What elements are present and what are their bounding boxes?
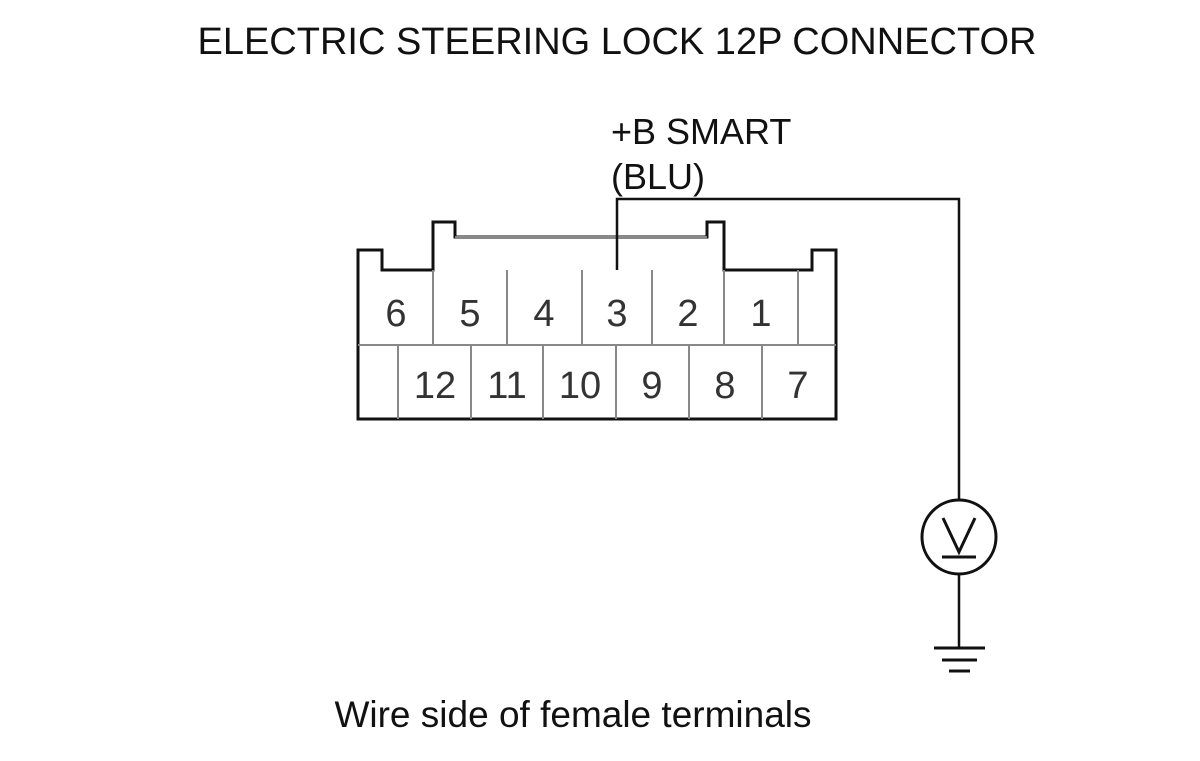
terminal-12: 12 — [414, 365, 456, 407]
diagram-title: ELECTRIC STEERING LOCK 12P CONNECTOR — [197, 21, 1036, 63]
connector-housing: 6 5 4 3 2 1 12 11 10 9 8 7 — [356, 220, 838, 421]
voltmeter-v-glyph — [941, 517, 977, 556]
voltmeter-icon — [920, 498, 998, 576]
terminal-1: 1 — [750, 293, 771, 335]
terminal-6: 6 — [385, 293, 406, 335]
terminal-2: 2 — [677, 293, 698, 335]
diagram-caption: Wire side of female terminals — [334, 694, 811, 735]
probe-wire — [615, 197, 961, 499]
wire-signal-label: +B SMART — [611, 111, 791, 152]
terminal-11: 11 — [487, 365, 526, 407]
terminal-8: 8 — [714, 365, 735, 407]
wire-color-label: (BLU) — [611, 156, 705, 197]
terminal-10: 10 — [559, 365, 601, 407]
voltmeter-circle — [920, 498, 998, 576]
terminal-4: 4 — [533, 293, 554, 335]
terminal-9: 9 — [641, 365, 662, 407]
terminal-5: 5 — [459, 293, 480, 335]
ground-icon — [934, 646, 985, 673]
terminal-7: 7 — [787, 365, 808, 407]
terminal-3: 3 — [606, 293, 627, 335]
